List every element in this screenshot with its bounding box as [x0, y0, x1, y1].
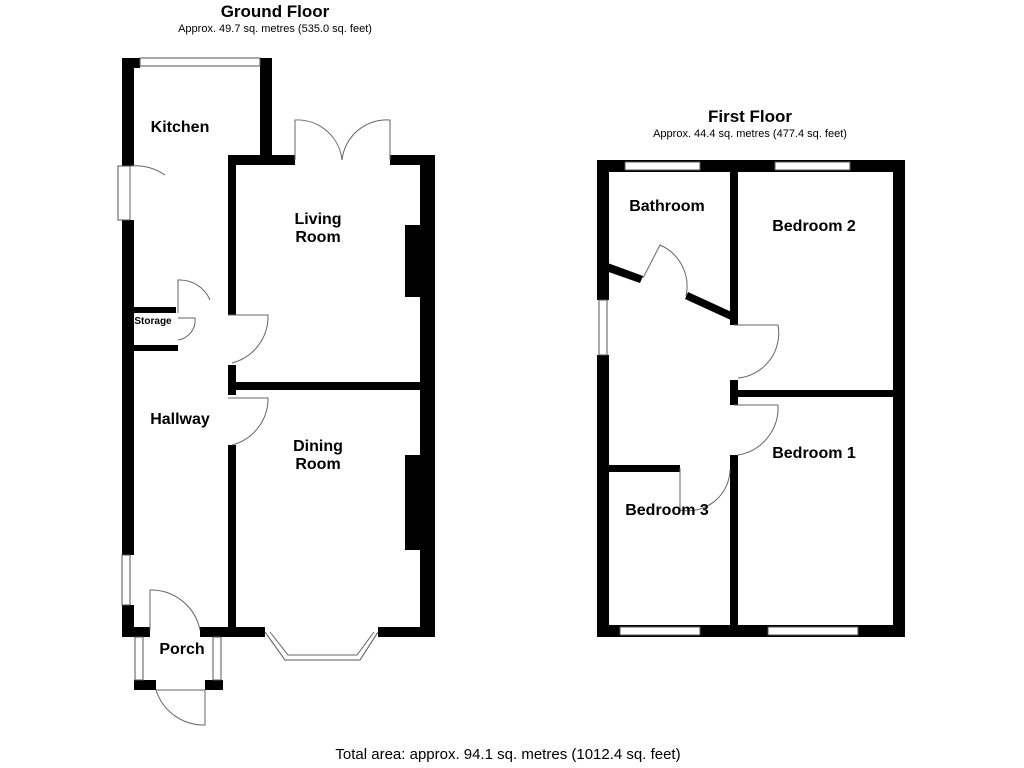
room-label-dining-room: Dining Room [293, 438, 343, 473]
room-label-hallway: Hallway [150, 411, 210, 428]
first-floor-title: First Floor [707, 107, 793, 126]
total-area: Total area: approx. 94.1 sq. metres (101… [335, 746, 681, 763]
ground-floor-windows [117, 57, 379, 681]
ground-floor-doors [129, 119, 391, 726]
room-label-bedroom-1: Bedroom 1 [772, 445, 856, 462]
ground-floor-title: Ground Floor [220, 2, 330, 21]
ground-floor-area: Approx. 49.7 sq. metres (535.0 sq. feet) [178, 23, 372, 35]
room-label-bedroom-2: Bedroom 2 [772, 218, 856, 235]
first-floor-doors [642, 244, 780, 512]
room-label-storage: Storage [134, 316, 172, 327]
first-floor-area: Approx. 44.4 sq. metres (477.4 sq. feet) [653, 128, 847, 140]
ground-floor-walls [122, 58, 435, 690]
first-floor-windows [598, 161, 859, 636]
room-label-living-room: Living Room [294, 211, 342, 246]
room-label-porch: Porch [159, 641, 205, 658]
room-label-kitchen: Kitchen [150, 119, 210, 136]
first-floor-walls [597, 160, 905, 637]
room-label-bedroom-3: Bedroom 3 [625, 502, 709, 519]
room-label-bathroom: Bathroom [629, 198, 705, 215]
